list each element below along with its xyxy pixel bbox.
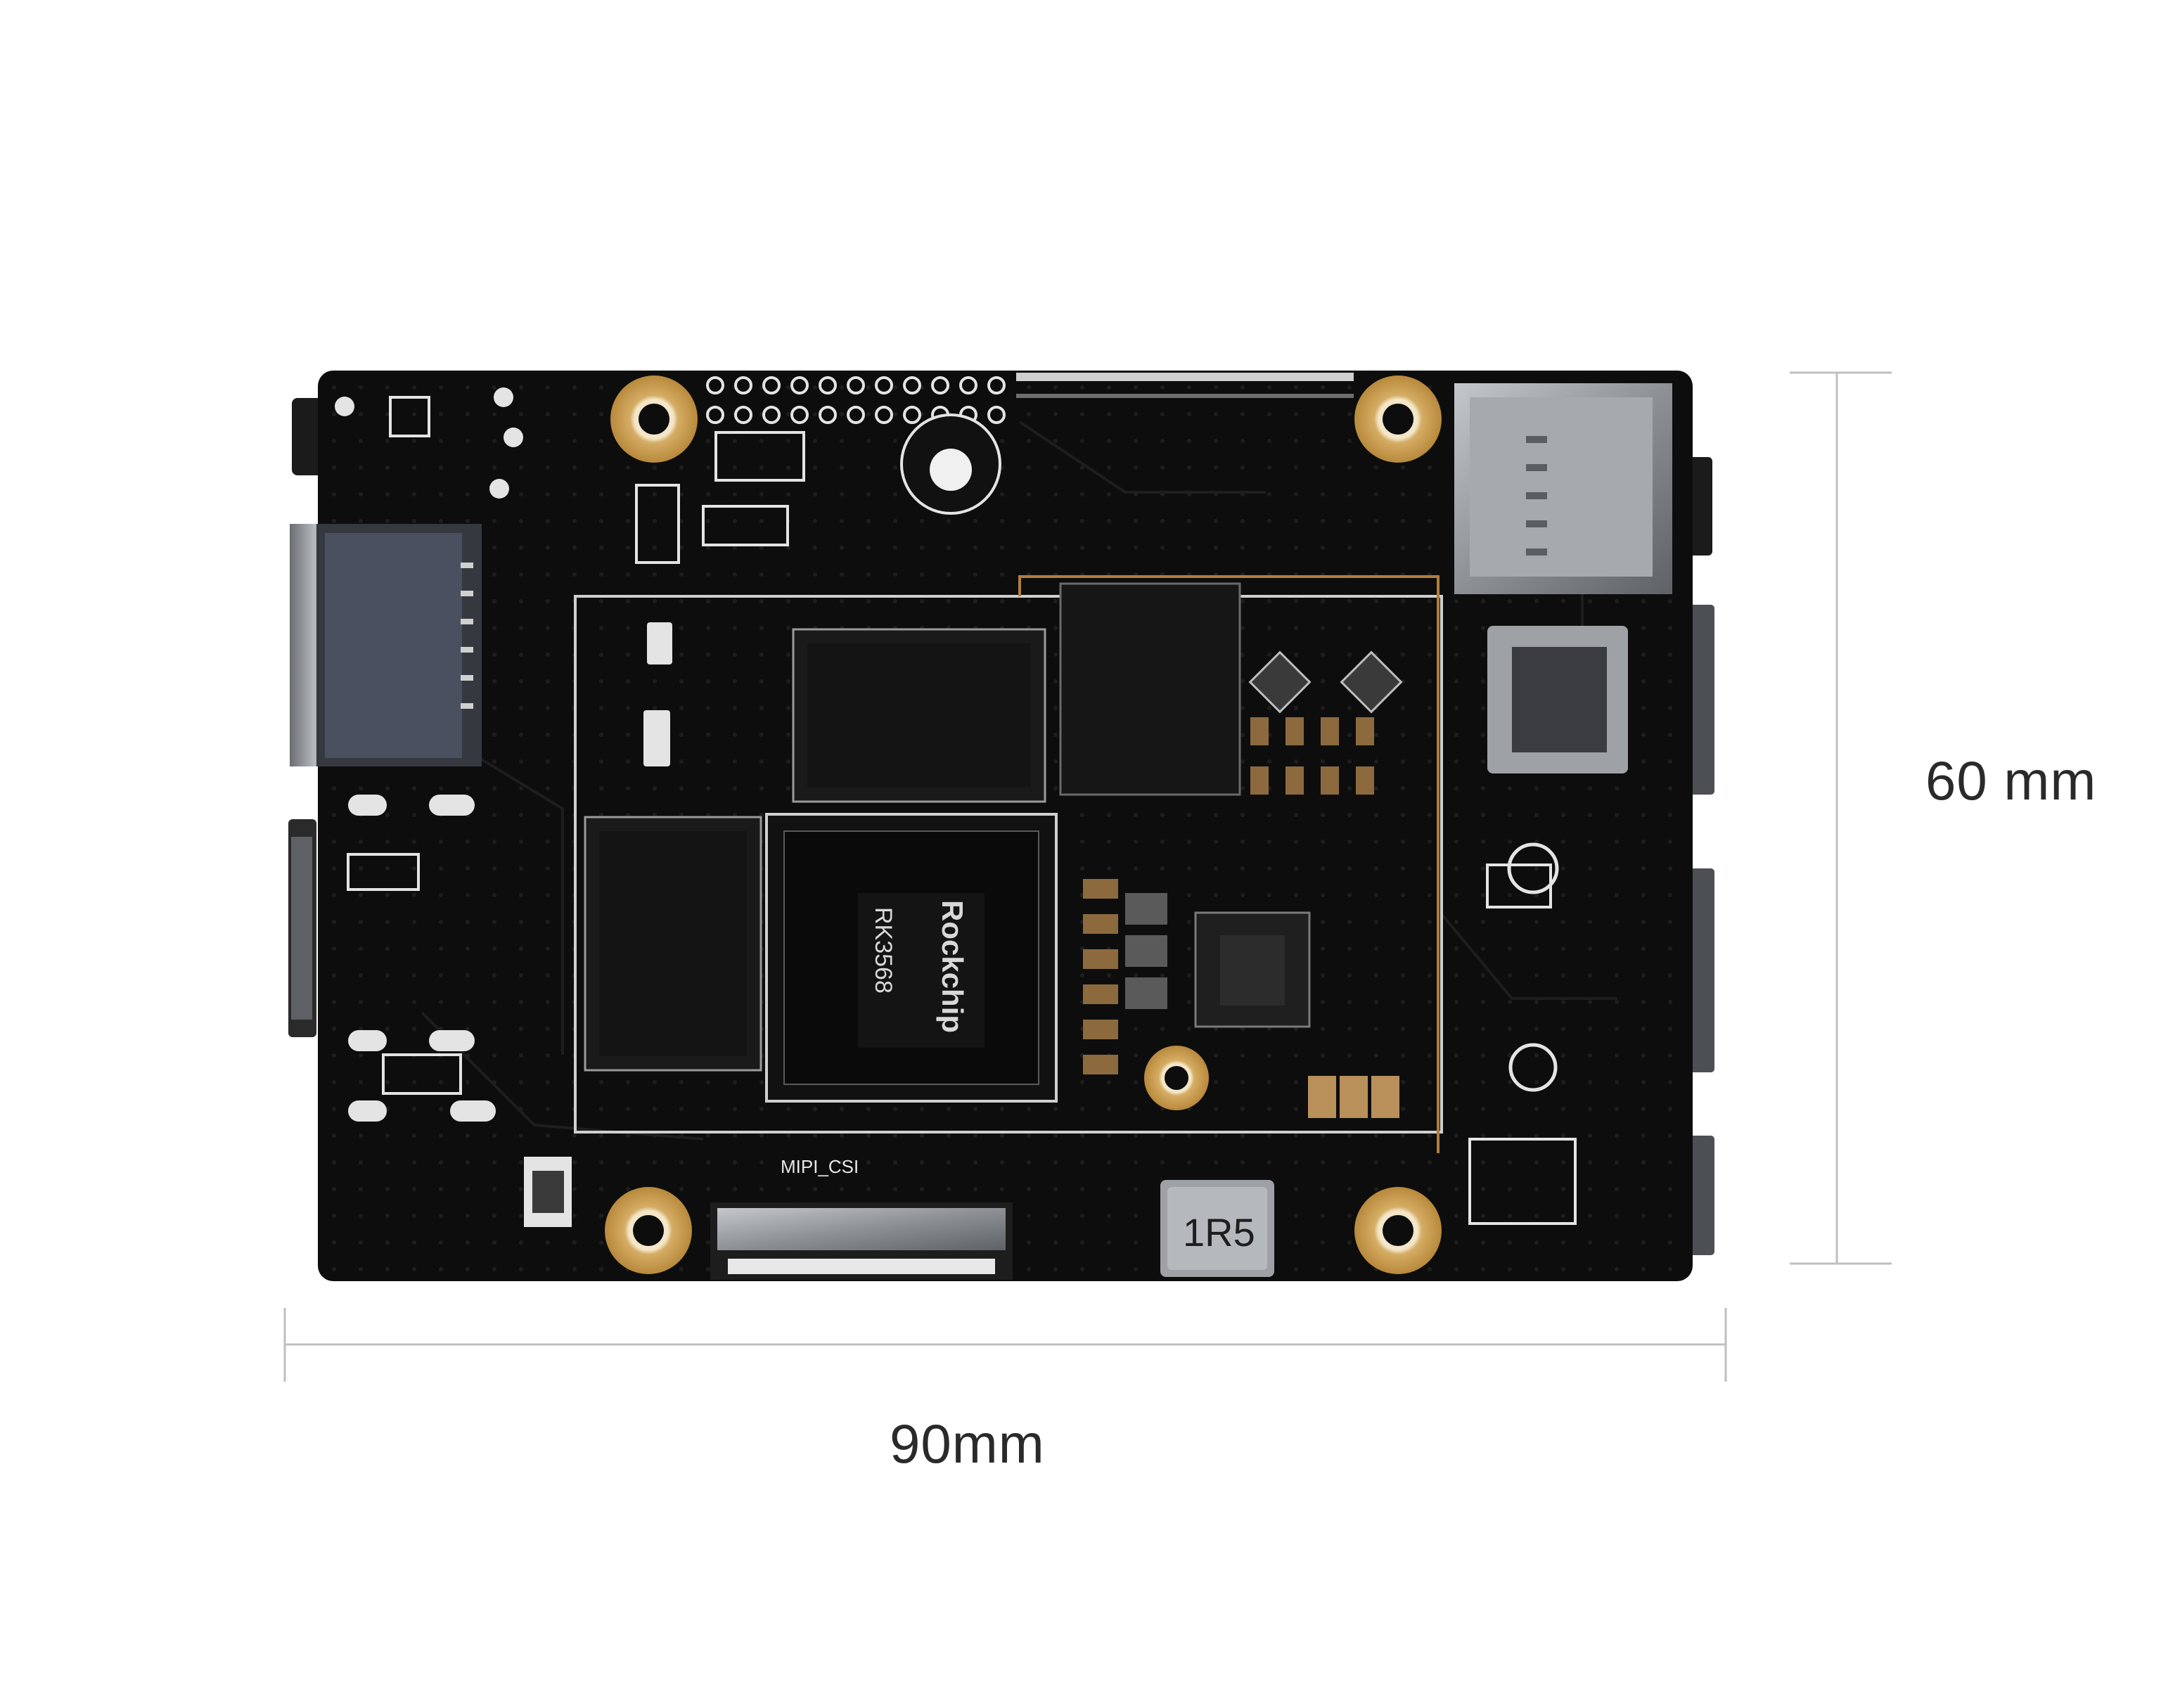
bottom-fpc-connector	[710, 1202, 1013, 1280]
mounting-holes	[605, 375, 1442, 1274]
button-left	[524, 1157, 572, 1227]
smd-components	[1083, 717, 1399, 1118]
core-module-outline	[574, 595, 1443, 1134]
soc-chip	[765, 813, 1058, 1103]
width-dimension-line	[283, 1308, 1727, 1382]
soc-brand-text: Rockchip	[936, 900, 969, 1033]
connector-marking-text: MIPI_CSI	[781, 1156, 859, 1177]
power-inductor-bottom	[1160, 1180, 1274, 1277]
memory-chip-top	[792, 628, 1046, 803]
silkscreen-marks	[347, 396, 1577, 1225]
top-fpc-connector	[1016, 373, 1354, 398]
power-inductor-right	[1487, 626, 1628, 773]
inductor-marking-text: 1R5	[1183, 1210, 1255, 1254]
soc-marking-text: RK3568	[870, 907, 897, 994]
pmic-chip	[1194, 911, 1311, 1028]
height-dimension-line	[1790, 371, 1892, 1265]
emmc-chip	[1059, 582, 1241, 796]
height-dimension-label: 60 mm	[1925, 750, 2097, 811]
round-pad	[900, 413, 1001, 515]
memory-chip-left	[584, 816, 762, 1072]
width-dimension-label: 90mm	[890, 1413, 1045, 1475]
sd-card-slot	[1454, 383, 1672, 594]
ethernet-port	[316, 524, 482, 766]
left-pads	[335, 387, 672, 1122]
